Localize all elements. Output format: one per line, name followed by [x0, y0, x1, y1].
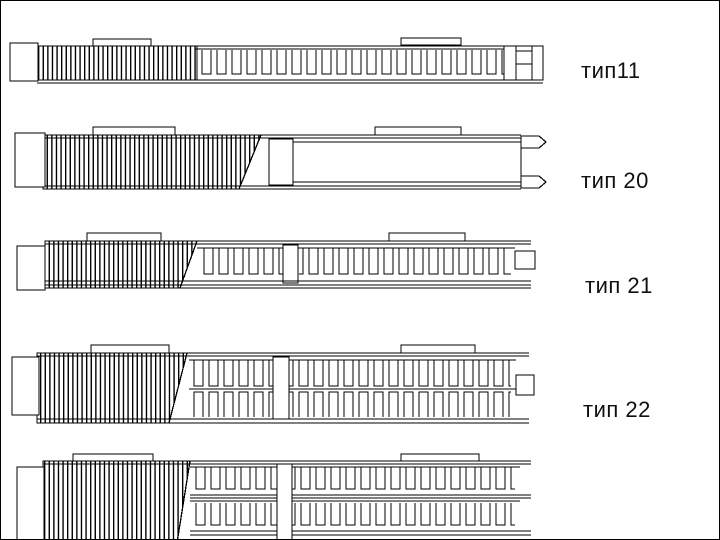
type-11-label: тип11 [581, 58, 641, 83]
type-20-label: тип 20 [581, 168, 649, 193]
radiator-type-22-drawing [11, 344, 535, 424]
radiator-type-11-drawing [9, 37, 544, 84]
radiator-type-20-drawing [14, 126, 547, 190]
type-21-label: тип 21 [585, 273, 653, 298]
radiator-drawing-cropped [16, 453, 531, 539]
radiator-type-21-drawing [16, 232, 536, 291]
type-22-label: тип 22 [583, 397, 651, 422]
